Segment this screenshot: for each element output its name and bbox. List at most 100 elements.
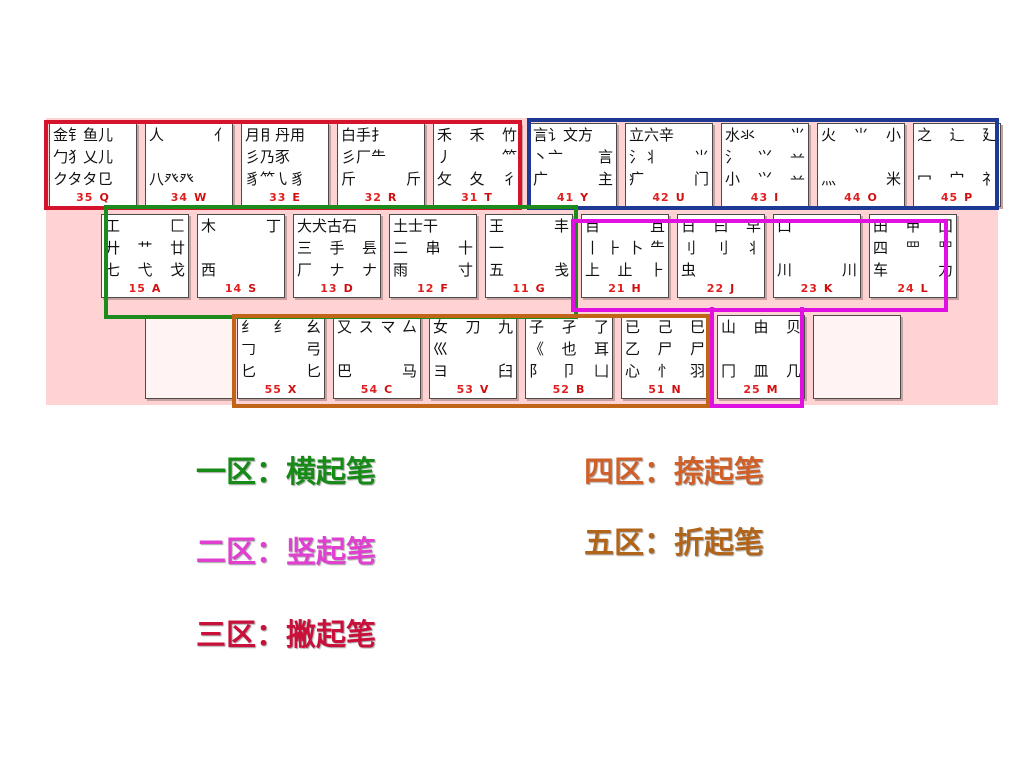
key-glyph-row: 丶亠言 <box>533 148 613 166</box>
key-glyph-row: 灬米 <box>821 170 901 188</box>
key-letter: Y <box>580 191 590 204</box>
key-glyph-row: 已己巳 <box>625 318 705 336</box>
legend-zone3: 三区：撇起笔 <box>196 618 376 653</box>
key-glyph-row: 川川 <box>777 261 857 279</box>
key-glyph-row: 一 <box>489 239 505 257</box>
key-glyph-row: 氵丬⺌ <box>629 148 709 166</box>
key-letter: E <box>292 191 301 204</box>
key-letter: O <box>867 191 878 204</box>
key-code: 31 <box>461 191 479 204</box>
key-letter: Q <box>99 191 110 204</box>
key-letter: R <box>387 191 398 204</box>
key-glyph-row: 上止⺊ <box>585 261 665 279</box>
key-glyph-row: 五戋 <box>489 261 569 279</box>
key-glyph-row: 木丁 <box>201 217 281 235</box>
key-glyph-row <box>198 237 284 259</box>
key-glyph-row: 禾禾竹 <box>437 126 517 144</box>
legend-zone2: 二区：竖起笔 <box>196 535 376 570</box>
key-code: 55 <box>264 383 282 396</box>
key-letter: F <box>440 282 449 295</box>
key-letter: V <box>479 383 490 396</box>
key-glyph-row: 四罒罒 <box>873 239 953 257</box>
key-glyph-row: 广主 <box>533 170 613 188</box>
key-code-label: 41 Y <box>530 191 616 204</box>
key-code-label: 23 K <box>774 282 860 295</box>
key-s[interactable]: 木丁 西 14 S <box>197 214 285 298</box>
key-glyph-row: 火⺌小 <box>821 126 901 144</box>
key-code: 53 <box>456 383 474 396</box>
key-glyph-row: 三手镸 <box>297 239 377 257</box>
legend-zone5: 五区：折起笔 <box>584 526 764 561</box>
key-glyph-row: 匕匕 <box>241 362 321 380</box>
key-glyph-row: 又スマ厶 <box>337 318 417 336</box>
key-letter: J <box>730 282 736 295</box>
key-code: 33 <box>269 191 287 204</box>
key-glyph-row: 廾艹廿 <box>105 239 185 257</box>
key-glyph-row: 白手扌 <box>341 126 387 144</box>
key-glyph-row: 车力 <box>873 261 953 279</box>
key-letter: K <box>823 282 834 295</box>
key-letter: B <box>575 383 586 396</box>
key-glyph-row: 七弋戈 <box>105 261 185 279</box>
key-code-label: 14 S <box>198 282 284 295</box>
key-glyph-row: 八癶癶 <box>149 170 195 188</box>
key-glyph-row: 彡乃豕 <box>245 148 291 166</box>
key-code: 41 <box>556 191 575 204</box>
key-letter: A <box>151 282 162 295</box>
key-glyph-row: 西 <box>201 261 217 279</box>
key-code: 14 <box>224 282 243 295</box>
key-letter: S <box>248 282 258 295</box>
key-letter: W <box>194 191 208 204</box>
key-code: 24 <box>897 282 915 295</box>
key-glyph-row: 土士干 <box>393 217 439 235</box>
key-glyph-row <box>914 146 1000 168</box>
legend-zone4: 四区：捺起笔 <box>584 455 764 490</box>
key-letter: N <box>671 383 682 396</box>
key-glyph-row: 之辶廴 <box>917 126 997 144</box>
key-code: 23 <box>800 282 818 295</box>
key-code: 51 <box>648 383 666 396</box>
key-glyph-row <box>774 237 860 259</box>
key-glyph-row: 金钅鱼儿 <box>53 126 114 144</box>
key-code: 54 <box>360 383 379 396</box>
key-glyph-row: 冂皿几 <box>721 362 801 380</box>
key-glyph-row: 疒门 <box>629 170 709 188</box>
key-glyph-row: 丿⺮ <box>437 148 517 166</box>
